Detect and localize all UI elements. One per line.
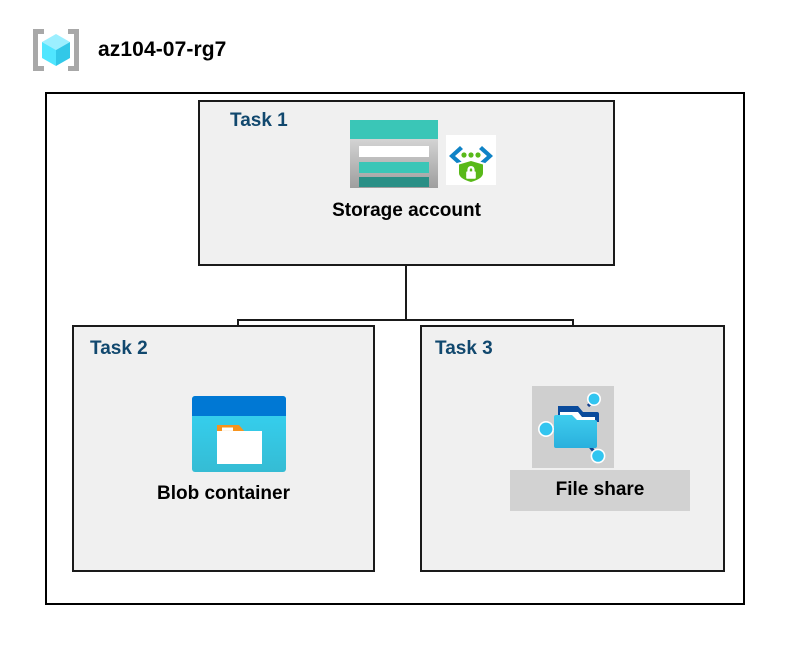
task-label-3: Task 3 <box>435 338 493 359</box>
node-label-file-share: File share <box>510 470 690 511</box>
storage-account-icon <box>348 118 440 190</box>
connector-task1-stem <box>405 266 407 321</box>
security-shield-icon <box>446 135 496 185</box>
azure-resource-group-icon <box>30 26 82 74</box>
node-label-blob-container: Blob container <box>156 483 290 504</box>
task-label-2: Task 2 <box>90 338 148 359</box>
resource-group-header: az104-07-rg7 <box>30 26 226 74</box>
page-title: az104-07-rg7 <box>98 38 227 61</box>
blob-container-icon <box>191 395 287 473</box>
connector-branch-bar <box>237 319 574 321</box>
file-share-icon <box>532 386 614 468</box>
node-label-storage-account: Storage account <box>332 200 481 221</box>
task-label-1: Task 1 <box>230 110 288 131</box>
